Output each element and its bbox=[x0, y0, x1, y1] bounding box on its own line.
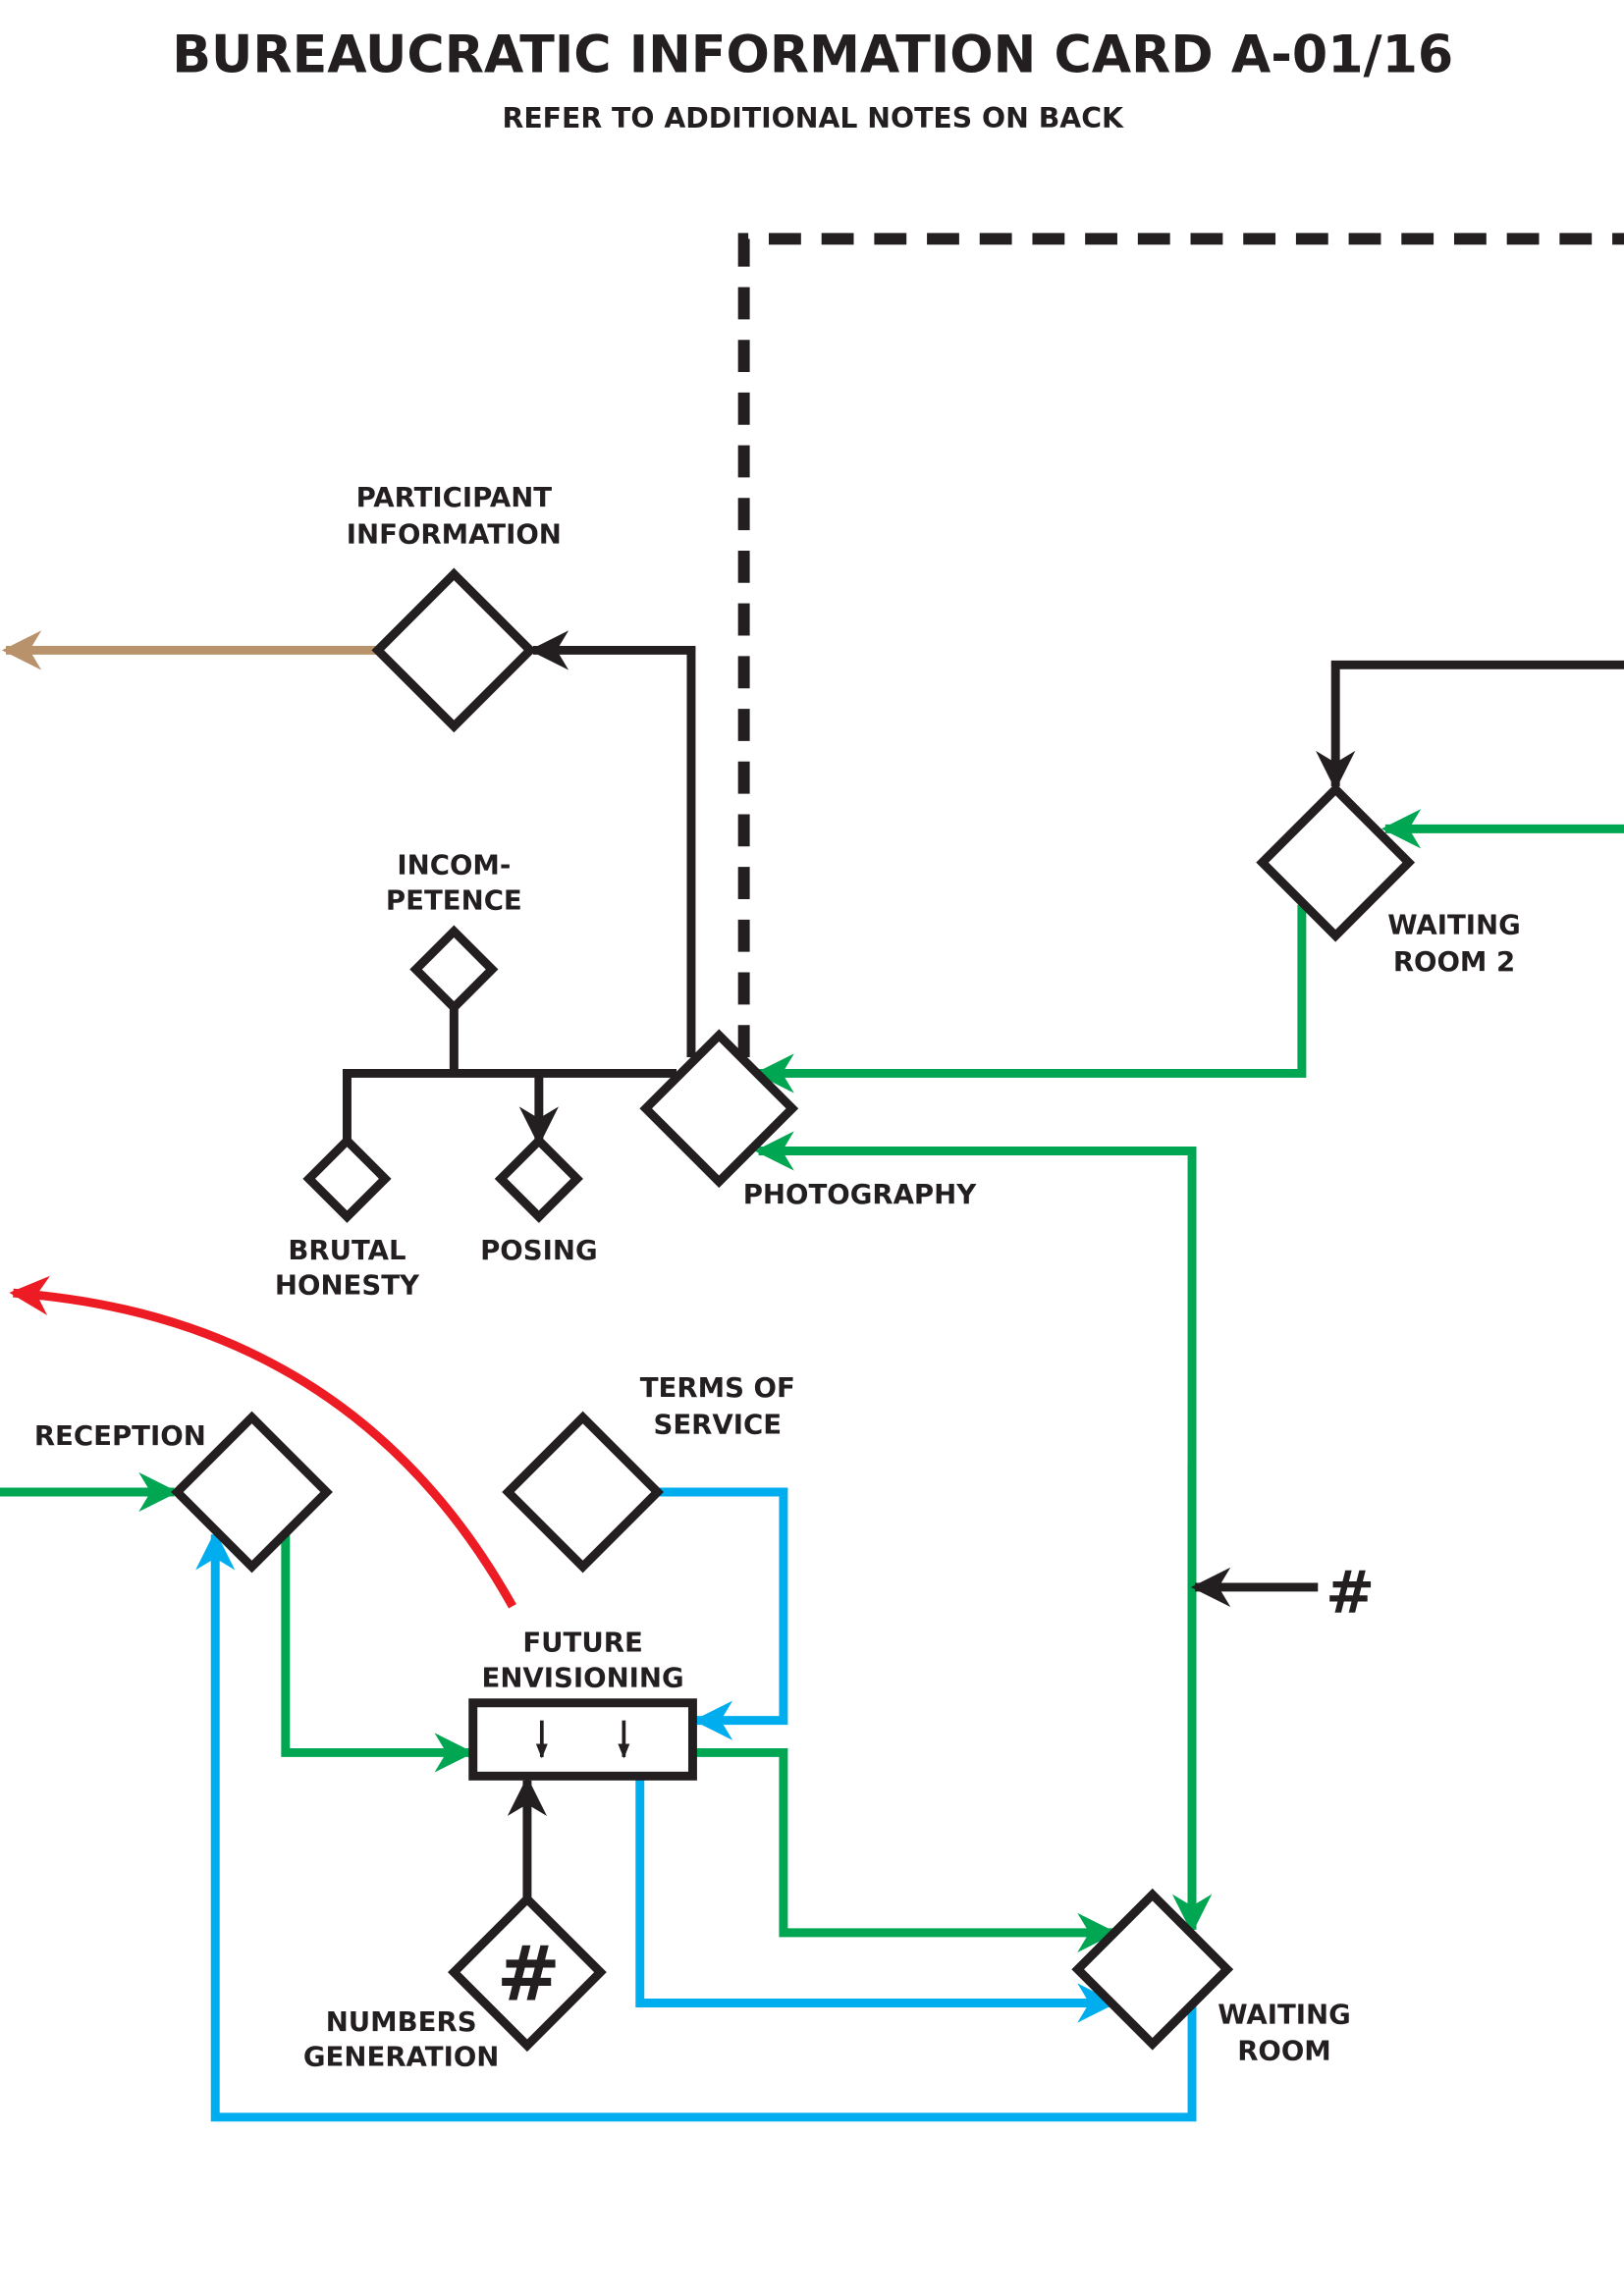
future-to-waiting-room-green-arrow bbox=[692, 1747, 1117, 1953]
waiting-room-label: WAITING bbox=[1218, 1998, 1351, 2030]
future-envisioning-label: ENVISIONING bbox=[482, 1661, 684, 1693]
brutal-honesty-label: BRUTAL bbox=[288, 1234, 406, 1266]
posing-label: POSING bbox=[480, 1234, 598, 1266]
brutal-honesty-node[interactable] bbox=[302, 1134, 392, 1223]
waiting-room-2-to-photography-arrow bbox=[754, 869, 1323, 1094]
terms-of-service-node[interactable] bbox=[502, 1411, 664, 1574]
number-symbol: # bbox=[1326, 1559, 1375, 1627]
waiting-room-2-label: ROOM 2 bbox=[1393, 945, 1515, 978]
waiting-room-photography-link bbox=[754, 1131, 1197, 1927]
external-to-waiting-room-2-arrow bbox=[1316, 660, 1624, 791]
future-envisioning-node[interactable] bbox=[468, 1698, 697, 1781]
incompetence-node[interactable] bbox=[409, 925, 499, 1014]
terms-to-future-arrow bbox=[659, 1487, 788, 1740]
terms-of-service-label: TERMS OF bbox=[640, 1371, 795, 1404]
dashed-boundary bbox=[737, 233, 1624, 1058]
reception-to-future-arrow bbox=[281, 1529, 474, 1773]
photography-node[interactable] bbox=[639, 1029, 799, 1189]
numbers-generation-label: GENERATION bbox=[303, 2041, 499, 2073]
page-title: BUREAUCRATIC INFORMATION CARD A-01/16 bbox=[172, 26, 1453, 84]
photography-label: PHOTOGRAPHY bbox=[743, 1178, 978, 1210]
numbers-generation-label: NUMBERS bbox=[326, 2005, 477, 2038]
assessment-tree bbox=[342, 1008, 677, 1143]
hash-icon: # bbox=[497, 1931, 561, 2019]
reception-label: RECEPTION bbox=[34, 1419, 206, 1452]
photography-to-participant-info-arrow bbox=[528, 630, 696, 1058]
waiting-room-node[interactable] bbox=[1071, 1888, 1234, 2051]
posing-node[interactable] bbox=[494, 1134, 583, 1223]
numbers-generation-node[interactable] bbox=[448, 1893, 607, 2053]
waiting-room-label: ROOM bbox=[1237, 2035, 1331, 2067]
red-exit-curve bbox=[9, 1275, 516, 1609]
incompetence-label: INCOM- bbox=[397, 849, 511, 881]
brutal-honesty-label: HONESTY bbox=[275, 1269, 420, 1302]
participant-information-label: PARTICIPANT bbox=[356, 481, 553, 513]
future-to-waiting-room-blue-arrow bbox=[635, 1776, 1117, 2023]
future-envisioning-label: FUTURE bbox=[522, 1627, 643, 1659]
waiting-room-to-reception-arrow bbox=[195, 1530, 1197, 2122]
reception-node[interactable] bbox=[171, 1411, 333, 1574]
incompetence-label: PETENCE bbox=[386, 883, 522, 916]
terms-of-service-label: SERVICE bbox=[653, 1408, 782, 1440]
participant-information-node[interactable] bbox=[371, 567, 537, 733]
page-subtitle: REFER TO ADDITIONAL NOTES ON BACK bbox=[503, 102, 1124, 134]
waiting-room-2-label: WAITING bbox=[1387, 909, 1521, 941]
participant-information-label: INFORMATION bbox=[347, 518, 562, 551]
waiting-room-2-node[interactable] bbox=[1256, 782, 1416, 942]
